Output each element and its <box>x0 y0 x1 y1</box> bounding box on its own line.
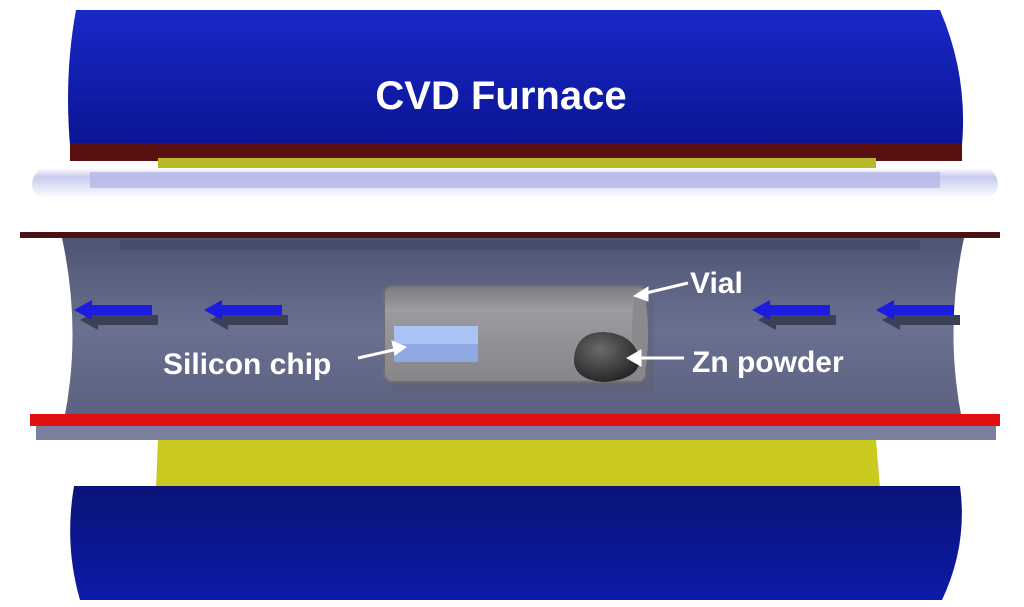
label-pointers <box>357 281 689 367</box>
chip-pointer-head <box>391 340 408 356</box>
red-rail <box>30 414 1000 426</box>
flow-arrow-left <box>204 300 282 320</box>
vial <box>383 285 654 394</box>
quartz-tube-upper <box>32 168 998 198</box>
furnace-lower-half <box>70 486 962 600</box>
vial-pointer <box>641 281 689 296</box>
heating-element-lower <box>156 440 880 488</box>
flow-arrow-left <box>752 300 830 320</box>
zn-powder-label: Zn powder <box>692 346 844 379</box>
gas-flow-arrows <box>74 300 960 330</box>
vial-label: Vial <box>690 267 743 300</box>
furnace-upper-edge <box>70 143 962 161</box>
zn-powder-pile <box>574 332 640 382</box>
zn-pointer-head <box>625 349 642 367</box>
tube-top-edge <box>20 232 1000 238</box>
diagram-title: CVD Furnace <box>375 74 626 118</box>
chip-pointer <box>357 347 399 360</box>
tube-bottom-rim <box>36 426 996 440</box>
flow-arrow-left <box>74 300 152 320</box>
flow-arrow-left <box>876 300 954 320</box>
silicon-chip-label: Silicon chip <box>163 348 331 381</box>
vial-pointer-head <box>632 286 649 302</box>
